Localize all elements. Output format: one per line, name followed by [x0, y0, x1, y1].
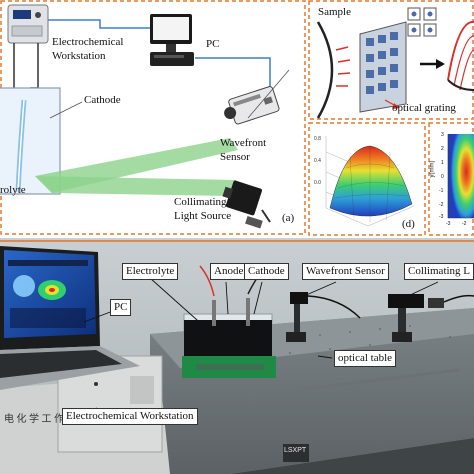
beam-from-source [35, 176, 236, 196]
contour-ytick-0: 3 [441, 132, 444, 138]
optical-grating-label: optical grating [392, 102, 456, 114]
photo-label-anode: Anode [210, 263, 248, 280]
collimating-source-photo [388, 294, 474, 342]
wavefront-sensor-label-1: Wavefront [220, 137, 267, 149]
collimating-light-source-icon [222, 180, 263, 229]
photo-equipment-text: 电 化 学 工 作 站 [4, 414, 77, 425]
photo-label-optical-table: optical table [334, 350, 397, 367]
grating-drawing [308, 0, 474, 120]
pc-icon [150, 14, 194, 66]
spot-grid-icon [407, 7, 437, 37]
photo-label-wavefront-sensor: Wavefront Sensor [302, 263, 389, 280]
contour-plot-panel: y(mm) 3 2 1 0 -1 -2 -3 -3 -2 [428, 122, 474, 236]
table-badge: LSXPT [284, 447, 307, 454]
electrolyte-label: rolyte [0, 184, 26, 196]
arrow-right-icon [436, 59, 445, 69]
schematic-panel: Electrochemical Workstation PC Cathode r… [0, 0, 306, 236]
grating-panel: Sample optical grating [308, 0, 474, 120]
lab-photo: 电 化 学 工 作 站 LSXPT Electrolyte Anode Cath… [0, 238, 474, 474]
svg-text:0.8: 0.8 [314, 136, 321, 142]
source-label-2: Light Source [174, 210, 232, 222]
wavefront-sensor-label-2: Sensor [220, 151, 250, 163]
photo-label-collimating: Collimating L [404, 263, 474, 280]
contour-ytick-4: -1 [439, 188, 444, 194]
pc-label: PC [206, 38, 220, 50]
contour-map [448, 134, 474, 218]
workstation-label-1: Electrochemical [52, 36, 124, 48]
photo-label-workstation: Electrochemical Workstation [62, 408, 198, 425]
surface-plot-panel: 0.8 0.4 0.0 (d) [308, 122, 426, 236]
laptop-icon [0, 246, 140, 390]
photo-label-pc: PC [110, 299, 132, 316]
wavefront-sensor-icon [224, 86, 280, 125]
contour-plot-drawing [428, 122, 474, 236]
source-label-1: Collimating [174, 196, 227, 208]
cathode-label: Cathode [84, 94, 121, 106]
svg-text:0.0: 0.0 [314, 180, 321, 186]
contour-xtick-0: -3 [446, 221, 451, 227]
schematic-drawing [0, 0, 306, 235]
contour-ytick-5: -2 [439, 202, 444, 208]
photo-label-cathode: Cathode [244, 263, 289, 280]
contour-ytick-1: 2 [441, 146, 444, 152]
optical-grating-icon [359, 21, 407, 113]
workstation-label-2: Workstation [52, 50, 106, 62]
contour-ytick-2: 1 [441, 160, 444, 166]
electrolyte-cell-icon [0, 87, 61, 195]
svg-text:0.4: 0.4 [314, 158, 321, 164]
panel-d-label: (d) [402, 218, 415, 230]
wavefront-sensor-photo [286, 292, 361, 342]
contour-xtick-1: -2 [462, 221, 467, 227]
sample-surface [316, 21, 334, 119]
contour-ytick-3: 0 [441, 174, 444, 180]
contour-y-label: y(mm) [429, 160, 436, 178]
panel-a-label: (a) [282, 212, 295, 224]
electrochemical-cell-photo [182, 263, 276, 378]
sample-label: Sample [318, 6, 351, 18]
photo-label-electrolyte: Electrolyte [122, 263, 179, 280]
surface-plot-drawing: 0.8 0.4 0.0 [308, 122, 426, 236]
contour-ytick-6: -3 [439, 214, 444, 220]
electrochemical-workstation-icon [7, 4, 49, 44]
